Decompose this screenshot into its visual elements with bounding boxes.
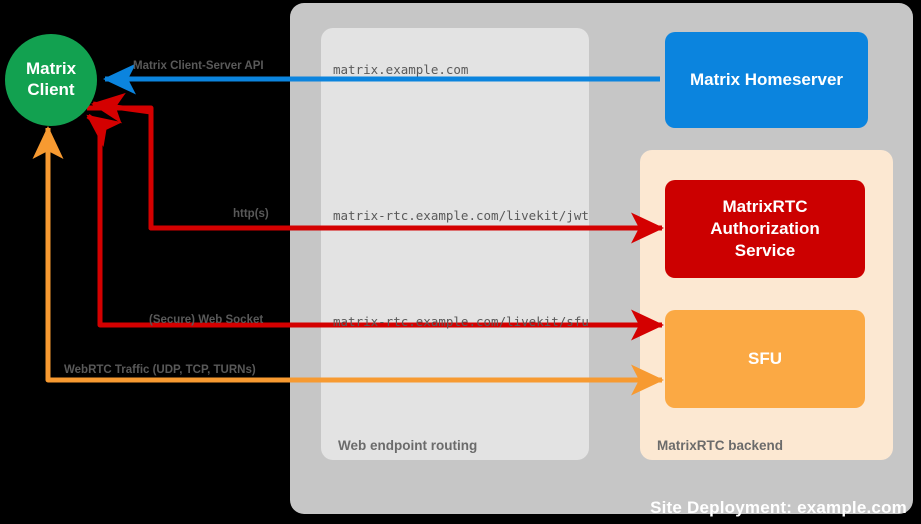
homeserver-label: Matrix Homeserver <box>689 70 844 89</box>
node-matrixrtc-authorization-service[interactable]: MatrixRTC Authorization Service <box>665 180 865 278</box>
auth-service-line3: Service <box>734 240 796 260</box>
endpoint-livekit-jwt: matrix-rtc.example.com/livekit/jwt <box>333 208 589 223</box>
node-matrix-homeserver[interactable]: Matrix Homeserver <box>665 32 868 128</box>
web-endpoint-routing-panel <box>321 28 589 460</box>
matrixrtc-backend-label: MatrixRTC backend <box>657 438 784 453</box>
auth-service-line1: MatrixRTC <box>722 197 808 217</box>
sfu-label: SFU <box>748 349 782 368</box>
site-deployment-label: Site Deployment: example.com <box>650 498 907 517</box>
web-endpoint-routing-label: Web endpoint routing <box>338 438 478 453</box>
edge-label-client-server-api: Matrix Client-Server API <box>133 60 264 72</box>
matrix-client-line2: Client <box>27 80 75 99</box>
node-matrix-client[interactable]: Matrix Client <box>5 34 97 126</box>
node-sfu[interactable]: SFU <box>665 310 865 408</box>
endpoint-matrix-example-com: matrix.example.com <box>333 62 469 77</box>
auth-service-line2: Authorization <box>710 219 820 239</box>
edge-label-websocket: (Secure) Web Socket <box>149 314 264 326</box>
endpoint-livekit-sfu: matrix-rtc.example.com/livekit/sfu <box>333 314 589 329</box>
edge-label-https: http(s) <box>233 208 269 220</box>
edge-label-webrtc: WebRTC Traffic (UDP, TCP, TURNs) <box>64 364 256 376</box>
matrix-client-line1: Matrix <box>25 59 77 79</box>
